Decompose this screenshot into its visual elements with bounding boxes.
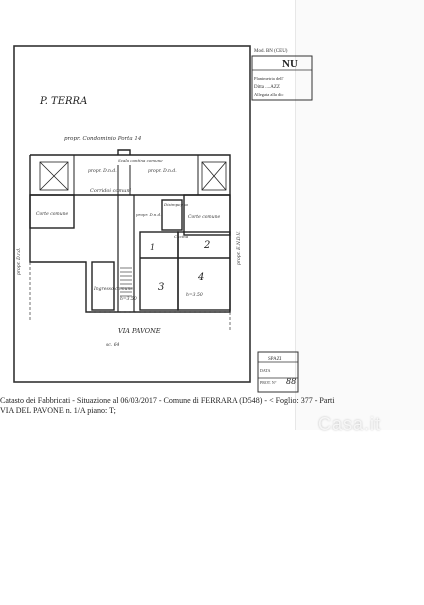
- left-neighbor-label: propr. D.r.d.: [16, 247, 22, 275]
- corridor-label: Corridoi comuni: [90, 188, 132, 194]
- ingresso-label: Ingresso comune: [93, 286, 133, 292]
- sheet-line-3: Allegata alla dic: [254, 92, 284, 97]
- right-courtyard-label: Corte comune: [188, 214, 220, 220]
- right-box-prot: PROT. N°: [260, 380, 277, 385]
- sheet-line-1: Planimetria dell': [254, 76, 284, 81]
- stair-treads: [120, 267, 132, 297]
- room-number-2: 2: [203, 240, 210, 251]
- drawing-frame: [13, 45, 251, 383]
- footer-line-2: VIA DEL PAVONE n. 1/A piano: T;: [0, 406, 116, 415]
- street-label: VIA PAVONE: [118, 327, 161, 335]
- right-box-data: DATA: [260, 368, 270, 373]
- code-stamp: Mod. BN (CEU): [254, 49, 288, 54]
- header-box: [251, 55, 313, 101]
- header-title: NU: [282, 58, 298, 70]
- middle-neighbor: propr. D.n.d.: [136, 212, 161, 217]
- right-neighbor-label: propr. E.N.D.V.: [236, 231, 242, 265]
- right-box-title: SPAZI: [268, 357, 282, 362]
- disimpegno-label: Disimpegno: [163, 202, 189, 207]
- sheet-line-2: Ditta ....AZZ: [254, 85, 280, 90]
- height-label-1: h=3.50: [120, 296, 137, 302]
- room-number-1: 1: [150, 243, 155, 252]
- common-space-label: Scala cantina comune: [118, 158, 163, 163]
- footer-line-1: Catasto dei Fabbricati - Situazione al 0…: [0, 396, 335, 405]
- room-number-3: 3: [158, 282, 164, 293]
- scale-label: sc. 64: [106, 342, 120, 348]
- right-box-number: 88: [286, 377, 296, 386]
- floor-label: P. TERRA: [39, 96, 87, 107]
- top-left-neighbor: propr. D.n.d.: [88, 168, 117, 174]
- watermark-logo: Casa.it: [318, 414, 382, 434]
- top-right-neighbor: propr. D.n.d.: [148, 168, 177, 174]
- cucina-label: Cucina: [174, 234, 189, 239]
- north-neighbor-label: propr. Condominio Porta 14: [64, 136, 142, 142]
- room-number-4: 4: [197, 272, 204, 283]
- height-label-2: h=3.50: [186, 292, 203, 298]
- cadastral-footer: Catasto dei Fabbricati - Situazione al 0…: [0, 396, 335, 416]
- right-info-box: [257, 351, 299, 393]
- left-courtyard-label: Corte comune: [36, 211, 68, 217]
